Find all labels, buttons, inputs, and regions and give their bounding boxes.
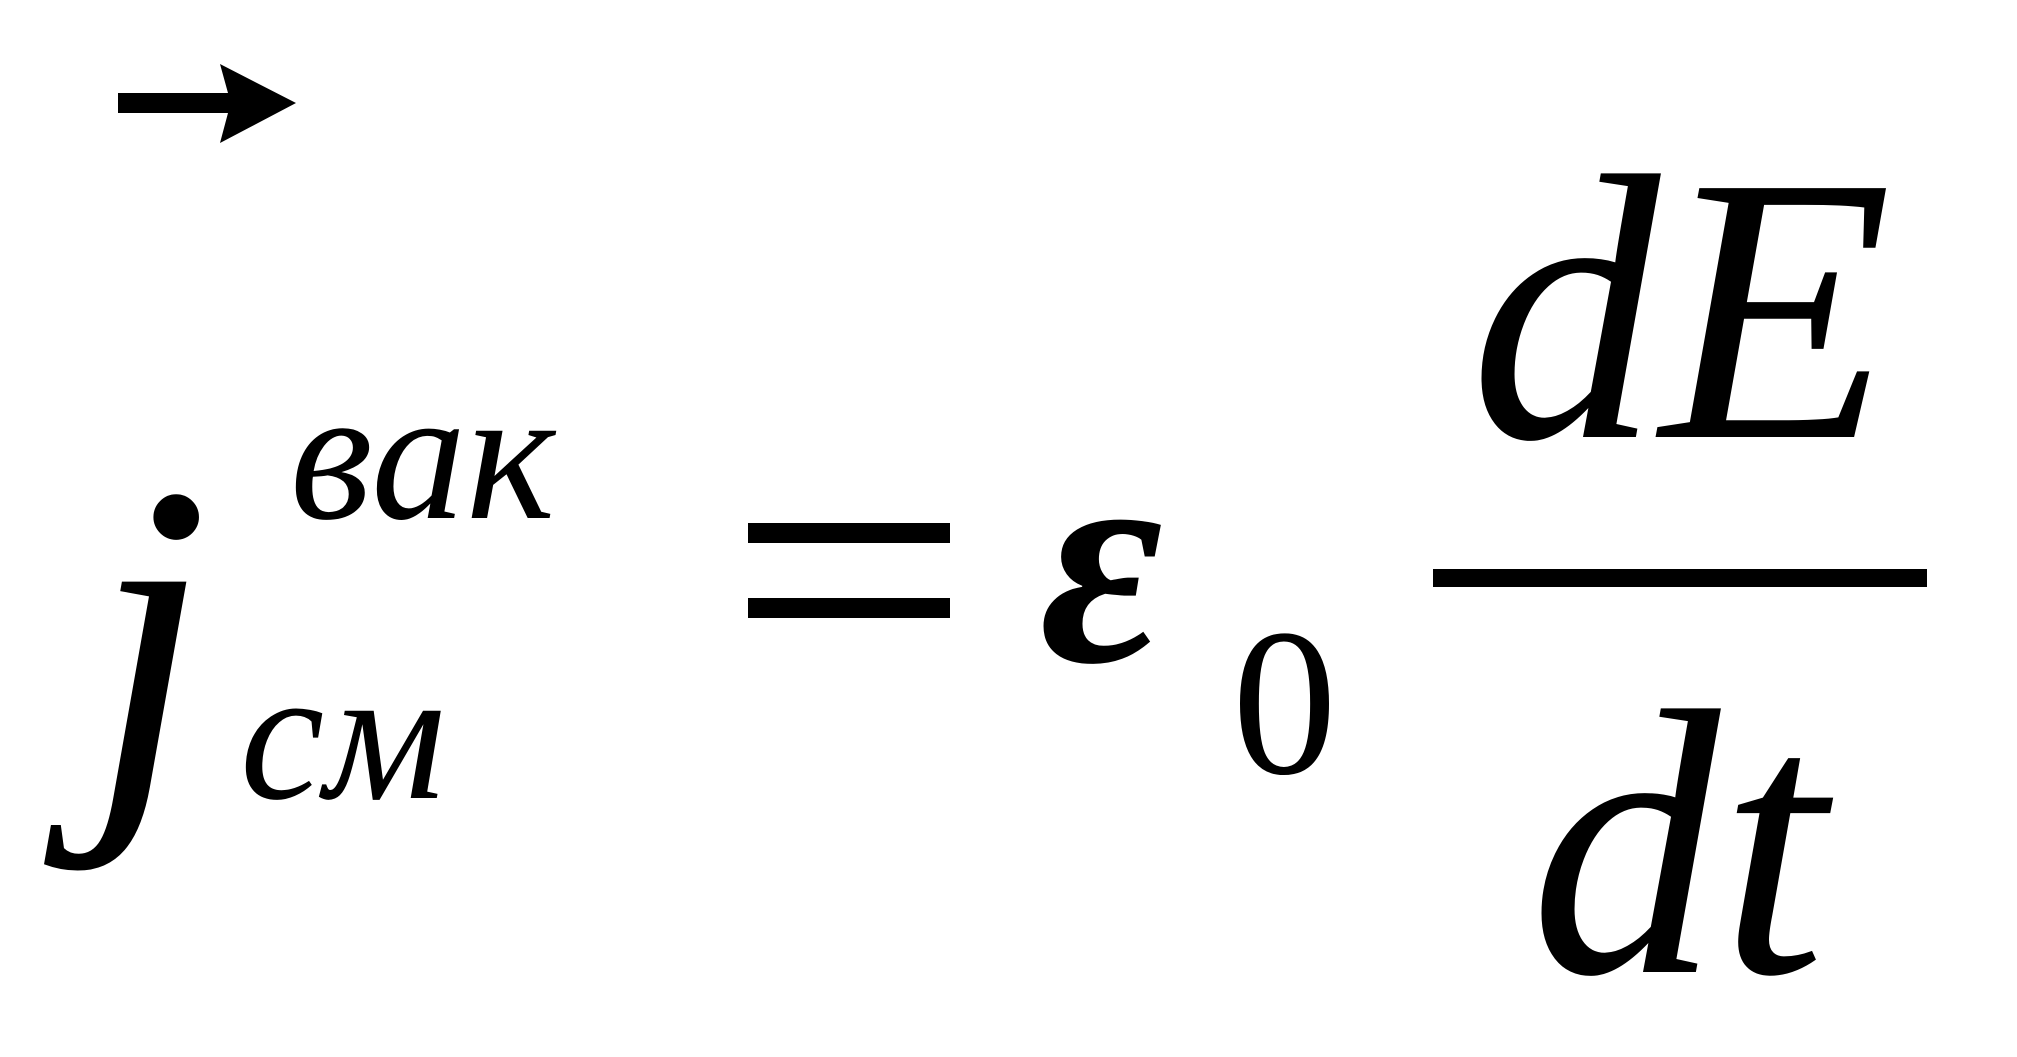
electric-constant-subscript: 0 xyxy=(1232,587,1337,819)
equals-sign xyxy=(748,523,950,623)
current-density-variable: j xyxy=(90,397,210,873)
displacement-subscript: см xyxy=(240,630,446,840)
electric-constant-symbol: ε xyxy=(1040,394,1164,726)
fraction-denominator: dt xyxy=(1530,634,1826,1055)
vacuum-superscript: вак xyxy=(290,350,556,560)
fraction-numerator: dE xyxy=(1470,99,1893,520)
vector-arrow-icon xyxy=(118,64,296,143)
fraction-bar xyxy=(1433,569,1927,587)
